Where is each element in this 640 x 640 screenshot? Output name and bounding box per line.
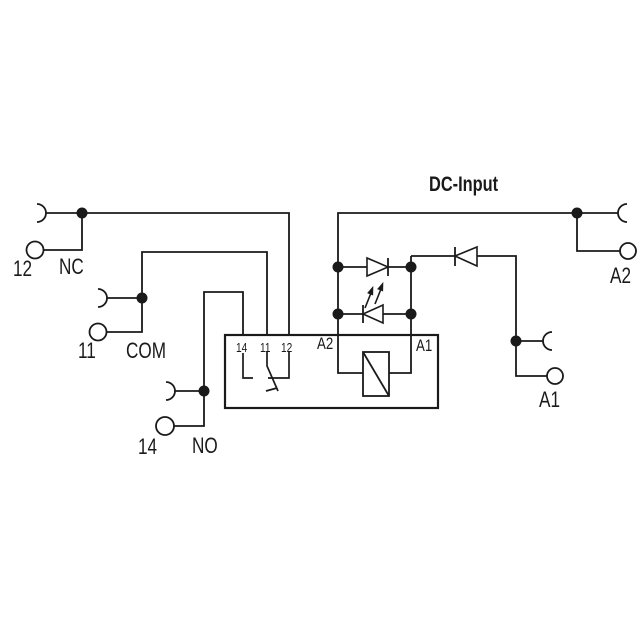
relay-coil-symbol	[337, 335, 412, 397]
terminal-function-com: COM	[126, 338, 167, 363]
relay-box	[223, 333, 440, 410]
junction-dots	[76, 207, 583, 397]
terminal-circle-a1	[546, 367, 564, 385]
box-coil-label-a2: A2	[317, 334, 334, 353]
box-coil-label-a1: A1	[416, 336, 433, 355]
dc-input-title: DC-Input	[429, 173, 499, 196]
socket-arc-14	[165, 381, 176, 401]
box-contact-label-14: 14	[236, 340, 248, 355]
terminal-circle-a2	[619, 242, 637, 260]
terminal-number-a1: A1	[539, 387, 560, 412]
wire-com-11	[107, 251, 268, 335]
changeover-contact-symbol	[242, 351, 290, 392]
protection-diode-icon	[452, 245, 478, 268]
terminal-number-11: 11	[78, 338, 96, 363]
terminal-circle-11	[88, 322, 108, 342]
socket-arc-11	[97, 288, 108, 308]
terminal-function-nc: NC	[59, 254, 84, 279]
terminal-circle-12	[25, 240, 45, 260]
terminal-circle-14	[155, 416, 175, 436]
terminal-number-12: 12	[13, 256, 33, 281]
terminal-number-14: 14	[138, 434, 158, 459]
terminal-number-a2: A2	[610, 263, 631, 288]
terminal-function-no: NO	[192, 433, 218, 458]
led-icon	[361, 281, 384, 325]
box-contact-label-11: 11	[260, 340, 271, 355]
box-contact-label-12: 12	[281, 340, 293, 355]
wire-nc-12	[44, 212, 290, 335]
socket-arc-12	[36, 203, 47, 223]
socket-arc-a1	[542, 331, 553, 351]
wire-no-14	[174, 291, 244, 427]
bridge-diode-icon	[366, 256, 391, 278]
wire-dc-input	[337, 212, 620, 377]
socket-arc-a2	[617, 203, 628, 223]
